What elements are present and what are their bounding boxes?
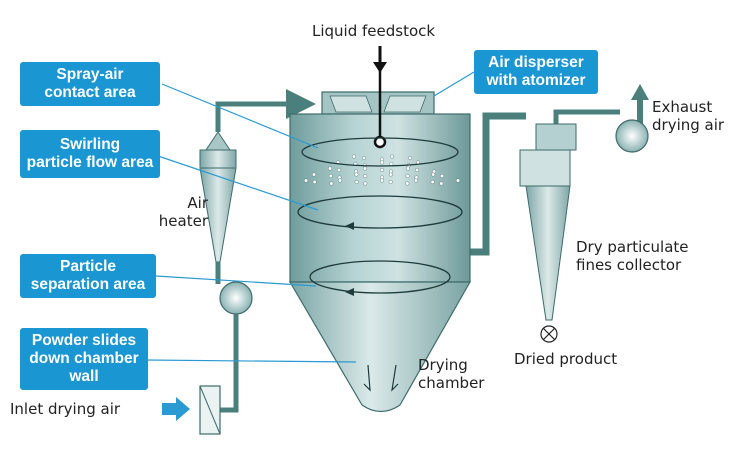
callout-swirling-particle-flow-area: Swirling particle flow area [20, 130, 160, 178]
inlet-arrow-icon [162, 397, 190, 421]
swirl-flow-lines [297, 137, 463, 294]
callout-text: Powder slides [31, 332, 137, 349]
droplet [362, 155, 367, 160]
powder-fall-icon [363, 364, 399, 392]
droplet [337, 167, 342, 172]
droplet [338, 178, 343, 183]
label-line: Dry particulate [576, 238, 689, 256]
droplet [414, 178, 419, 183]
droplet [328, 166, 333, 171]
droplet [354, 172, 359, 177]
droplet [304, 178, 309, 183]
inlet-filter-icon [199, 385, 221, 435]
exhaust-arrow-icon [631, 84, 649, 100]
label-line: fines collector [576, 256, 682, 274]
droplet [406, 166, 411, 171]
swirl-arrow-icon [345, 222, 354, 296]
label-line: drying air [652, 116, 725, 134]
callout-air-disperser-with-atomizer: Air disperser with atomizer [474, 50, 598, 94]
droplet [380, 160, 385, 165]
duct-pipes [215, 89, 643, 413]
droplet [408, 155, 413, 160]
droplet [405, 173, 410, 178]
air-heater-icon [199, 131, 237, 263]
droplet [388, 172, 393, 177]
droplet [456, 178, 461, 183]
droplet [363, 181, 368, 186]
label-line: heater [158, 212, 208, 230]
callout-text: Swirling [59, 136, 121, 153]
droplet [363, 166, 368, 171]
feed-arrow-icon [373, 46, 387, 73]
label-exhaust-drying-air: Exhaust drying air [652, 98, 724, 134]
label-dried-product: Dried product [514, 350, 618, 368]
droplet [405, 181, 410, 186]
droplet [312, 179, 317, 184]
spray-droplets [304, 154, 461, 186]
callout-leader-lines [145, 71, 475, 363]
label-line: Exhaust [652, 98, 713, 116]
blower-icon [219, 281, 253, 315]
droplet [390, 154, 395, 159]
callout-text: Particle [59, 258, 116, 275]
callout-text: Spray-air [56, 66, 124, 83]
droplet [380, 178, 385, 183]
droplet [328, 173, 333, 178]
callout-text: wall [69, 368, 99, 385]
droplet [329, 181, 334, 186]
label-line: chamber [418, 374, 485, 392]
callout-text: particle flow area [26, 154, 154, 171]
label-line: Air [187, 194, 208, 212]
droplet [352, 154, 357, 159]
callout-powder-slides: Powder slides down chamber wall [20, 328, 148, 390]
atomizer-icon [373, 70, 387, 149]
droplet [354, 179, 359, 184]
callout-spray-air-contact-area: Spray-air contact area [20, 62, 160, 106]
droplet [431, 172, 436, 177]
label-line: Drying [418, 356, 468, 374]
callout-text: Air disperser [488, 54, 584, 71]
droplet [439, 181, 444, 186]
droplet [380, 167, 385, 172]
callout-text: with atomizer [486, 72, 586, 89]
label-dry-particulate-fines-collector: Dry particulate fines collector [576, 238, 689, 274]
droplet [430, 179, 435, 184]
callout-text: separation area [30, 276, 146, 293]
fines-collector-icon [519, 123, 577, 343]
droplet [363, 173, 368, 178]
callout-particle-separation-area: Particle separation area [20, 254, 156, 298]
droplet [440, 173, 445, 178]
droplet [312, 172, 317, 177]
label-inlet-drying-air: Inlet drying air [10, 400, 121, 418]
exhaust-fan-icon [615, 119, 649, 153]
label-drying-chamber: Drying chamber [418, 356, 484, 392]
callout-text: down chamber [29, 350, 139, 367]
droplet [388, 179, 393, 184]
droplet [415, 167, 420, 172]
callout-text: contact area [44, 84, 136, 101]
label-air-heater: Air heater [148, 194, 208, 230]
label-liquid-feedstock: Liquid feedstock [312, 22, 436, 40]
